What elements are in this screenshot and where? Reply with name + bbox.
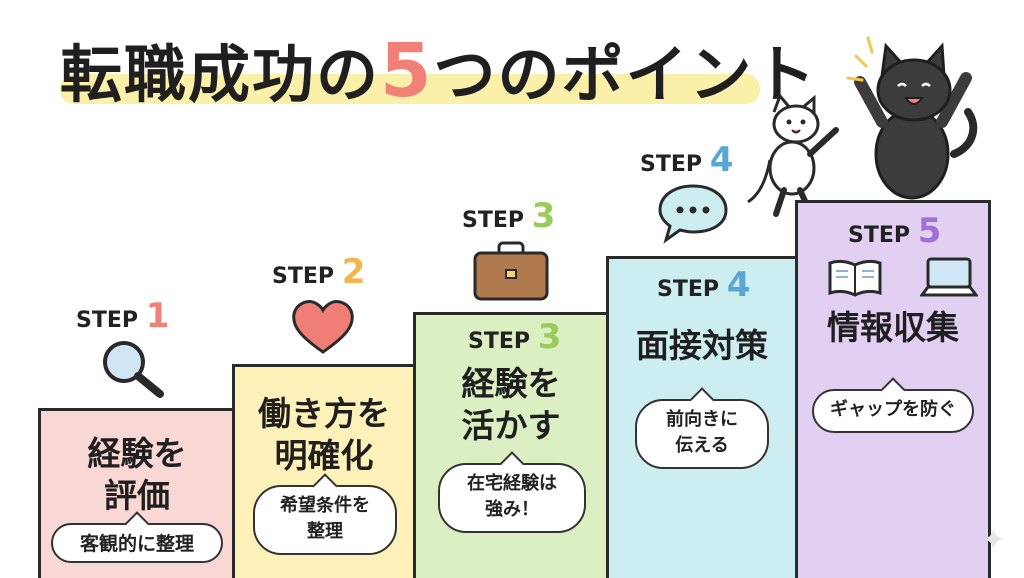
title-text-post: つのポイント [433,38,818,111]
step-note-text: 整理 [307,521,343,542]
step-number: 2 [341,252,366,292]
step-heading-line: 働き方を [258,394,390,433]
step-number: 3 [531,196,556,236]
step-2-floating-label: STEP 2 [272,252,365,292]
step-label: STEP [657,277,720,302]
black-cat-icon [846,36,978,200]
step-5-inner-label: STEP 5 [848,211,941,251]
step-3-inner-label: STEP 3 [468,317,561,357]
step-label: STEP [76,308,139,333]
step-1-note: 客観的に整理 [51,523,223,563]
step-4-inner-label: STEP 4 [657,265,750,305]
step-number: 3 [537,317,562,357]
step-2-note: 希望条件を整理 [253,485,397,555]
page-title: 転職成功の5つのポイント [60,24,818,114]
magnifier-icon [103,341,164,398]
step-1-heading: 経験を評価 [41,433,233,517]
step-4-heading: 面接対策 [609,325,795,367]
step-heading-line: 面接対策 [636,326,768,365]
briefcase-icon [473,241,549,301]
step-number: 1 [145,296,170,336]
step-number: 4 [726,265,751,305]
step-4-note: 前向きに伝える [635,399,769,469]
step-label: STEP [848,223,911,248]
step-2-block: 働き方を明確化 希望条件を整理 [232,364,416,578]
title-text-pre: 転職成功の [60,38,381,111]
step-label: STEP [640,152,703,177]
title-number: 5 [380,28,434,114]
step-heading-line: 経験を [461,364,561,403]
step-5-block: STEP 5 情報収集 ギャップを防ぐ [795,200,991,578]
step-5-note: ギャップを防ぐ [812,389,974,433]
step-3-block: STEP 3 経験を活かす 在宅経験は強み！ [413,312,609,578]
white-cat-icon [747,93,839,217]
step-note-text: 希望条件を [280,495,370,516]
step-5-heading: 情報収集 [798,307,988,349]
step-note-text: ギャップを防ぐ [830,399,956,420]
step-heading-line: 経験を [87,434,187,473]
step-3-floating-label: STEP 3 [462,196,555,236]
step-number: 4 [709,140,734,180]
sparkle-icon: ✦ [980,523,1006,558]
title-highlight [60,74,760,104]
step-heading-line: 明確化 [274,436,374,475]
step-4-floating-label: STEP 4 [640,140,733,180]
speech-bubble-icon [658,184,728,244]
step-label: STEP [468,329,531,354]
book-icon [828,259,882,297]
step-1-floating-label: STEP 1 [76,296,169,336]
step-note-text: 強み！ [485,499,539,520]
step-heading-line: 活かす [461,406,561,445]
step-label: STEP [462,208,525,233]
step-3-note: 在宅経験は強み！ [438,463,586,533]
step-number: 5 [917,211,942,251]
step-heading-line: 評価 [104,476,170,515]
step-label: STEP [272,264,335,289]
step-3-heading: 経験を活かす [416,363,606,447]
step-heading-line: 情報収集 [827,308,959,347]
step-note-text: 伝える [675,435,729,456]
step-2-heading: 働き方を明確化 [235,393,413,477]
laptop-icon [920,257,978,297]
step-note-text: 客観的に整理 [79,533,194,555]
step-4-block: STEP 4 面接対策 前向きに伝える [606,256,798,578]
heart-icon [292,300,354,354]
step-1-block: 経験を評価 客観的に整理 [38,408,236,578]
title-area: 転職成功の5つのポイント [40,22,816,114]
step-note-text: 前向きに [666,409,738,430]
step-note-text: 在宅経験は [467,473,557,494]
